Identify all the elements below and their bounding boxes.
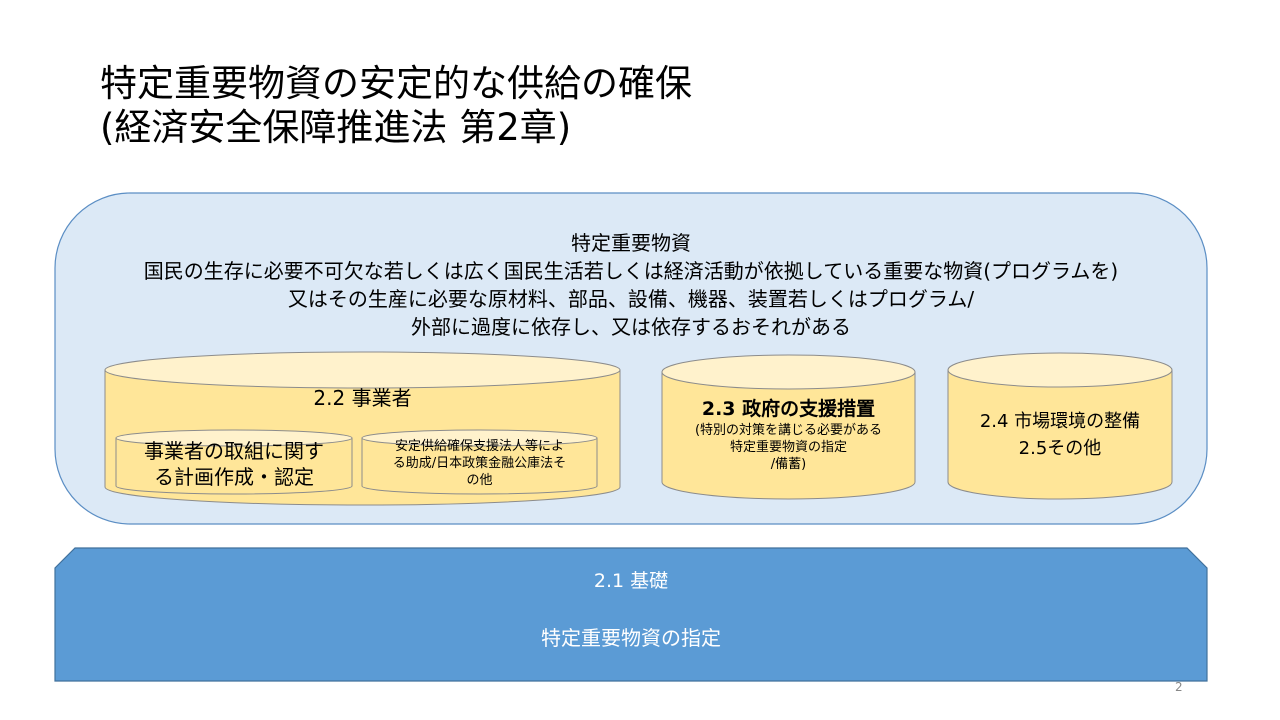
plan-text: 事業者の取組に関す る計画作成・認定 <box>144 439 324 489</box>
foundation-text: 特定重要物資の指定 <box>541 626 721 650</box>
government-text: 2.3 政府の支援措置 (特別の対策を講じる必要がある 特定重要物資の指定 /備… <box>694 398 883 472</box>
plan-cylinder <box>115 429 353 495</box>
support-cylinder <box>361 429 598 495</box>
support-text: 安定供給確保支援法人等によ る助成/日本政策金融公庫法そ の他 <box>392 439 567 488</box>
market-text: 2.4 市場環境の整備 2.5その他 <box>979 411 1141 459</box>
definition-text: 特定重要物資 国民の生存に必要不可欠な若しくは広く国民生活若しくは経済活動が依拠… <box>143 231 1119 339</box>
foundation-block <box>54 547 1208 682</box>
foundation-label: 2.1 基礎 <box>593 570 669 592</box>
page-title: 特定重要物資の安定的な供給の確保 (経済安全保障推進法 第2章) <box>100 62 692 149</box>
market-cylinder <box>947 352 1173 500</box>
page-number: 2 <box>1175 680 1183 694</box>
business-label: 2.2 事業者 <box>313 386 412 410</box>
government-cylinder <box>661 354 916 500</box>
